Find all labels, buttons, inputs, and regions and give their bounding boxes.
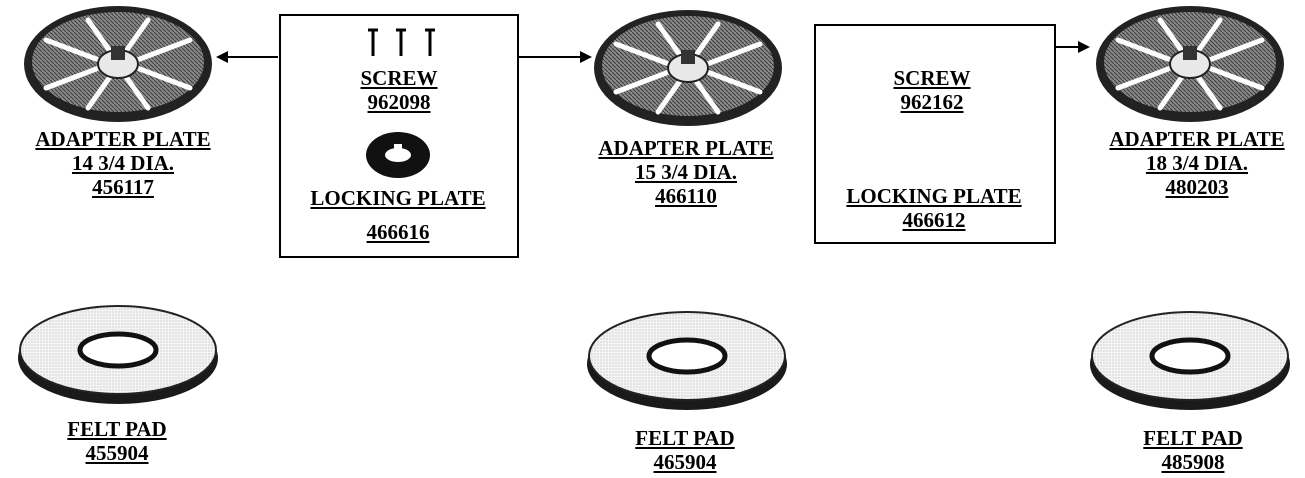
adapter-plate-label-3: ADAPTER PLATE 18 3/4 DIA. 480203 [1109, 127, 1284, 199]
screw-label-2: SCREW 962162 [893, 66, 970, 114]
felt-pad-name: FELT PAD [635, 426, 735, 450]
felt-pad-icon [1090, 312, 1290, 410]
adapter-plate-icon [24, 6, 212, 122]
adapter-name: ADAPTER PLATE [598, 136, 774, 160]
arrow-right-icon [518, 51, 592, 63]
adapter-name: ADAPTER PLATE [35, 127, 211, 151]
locking-plate-part: 466612 [902, 208, 966, 232]
felt-pad-label-3: FELT PAD 485908 [1143, 426, 1242, 474]
adapter-name: ADAPTER PLATE [1109, 127, 1285, 151]
adapter-part: 480203 [1165, 175, 1229, 199]
felt-pad-part: 485908 [1161, 450, 1225, 474]
screw-label-1: SCREW 962098 [360, 66, 437, 114]
locking-plate-part-1: 466616 [367, 220, 430, 244]
locking-plate-name: LOCKING PLATE [846, 184, 1022, 208]
felt-pad-label-2: FELT PAD 465904 [635, 426, 734, 474]
felt-pad-part: 465904 [653, 450, 717, 474]
felt-pad-icon [587, 312, 787, 410]
arrow-left-icon [216, 51, 278, 63]
adapter-size: 14 3/4 DIA. [71, 151, 175, 175]
adapter-plate-label-2: ADAPTER PLATE 15 3/4 DIA. 466110 [598, 136, 773, 208]
felt-pad-icon [18, 306, 218, 404]
screw-part: 962098 [367, 90, 431, 114]
felt-pad-name: FELT PAD [67, 417, 167, 441]
adapter-size: 18 3/4 DIA. [1145, 151, 1249, 175]
adapter-plate-icon [1096, 6, 1284, 122]
adapter-size: 15 3/4 DIA. [634, 160, 738, 184]
adapter-plate-label-1: ADAPTER PLATE 14 3/4 DIA. 456117 [35, 127, 210, 199]
adapter-part: 466110 [655, 184, 717, 208]
arrow-right-icon [1056, 41, 1090, 53]
screw-name: SCREW [360, 66, 438, 90]
adapter-part: 456117 [92, 175, 154, 199]
felt-pad-name: FELT PAD [1143, 426, 1243, 450]
hardware-box-2 [814, 24, 1056, 244]
locking-plate-label-2: LOCKING PLATE 466612 [846, 184, 1021, 232]
locking-plate-part: 466616 [366, 220, 430, 244]
screw-name: SCREW [893, 66, 971, 90]
locking-plate-label-1: LOCKING PLATE [310, 186, 485, 210]
felt-pad-label-1: FELT PAD 455904 [67, 417, 166, 465]
adapter-plate-icon [594, 10, 782, 126]
felt-pad-part: 455904 [85, 441, 149, 465]
locking-plate-name: LOCKING PLATE [310, 186, 486, 210]
screw-part: 962162 [900, 90, 964, 114]
